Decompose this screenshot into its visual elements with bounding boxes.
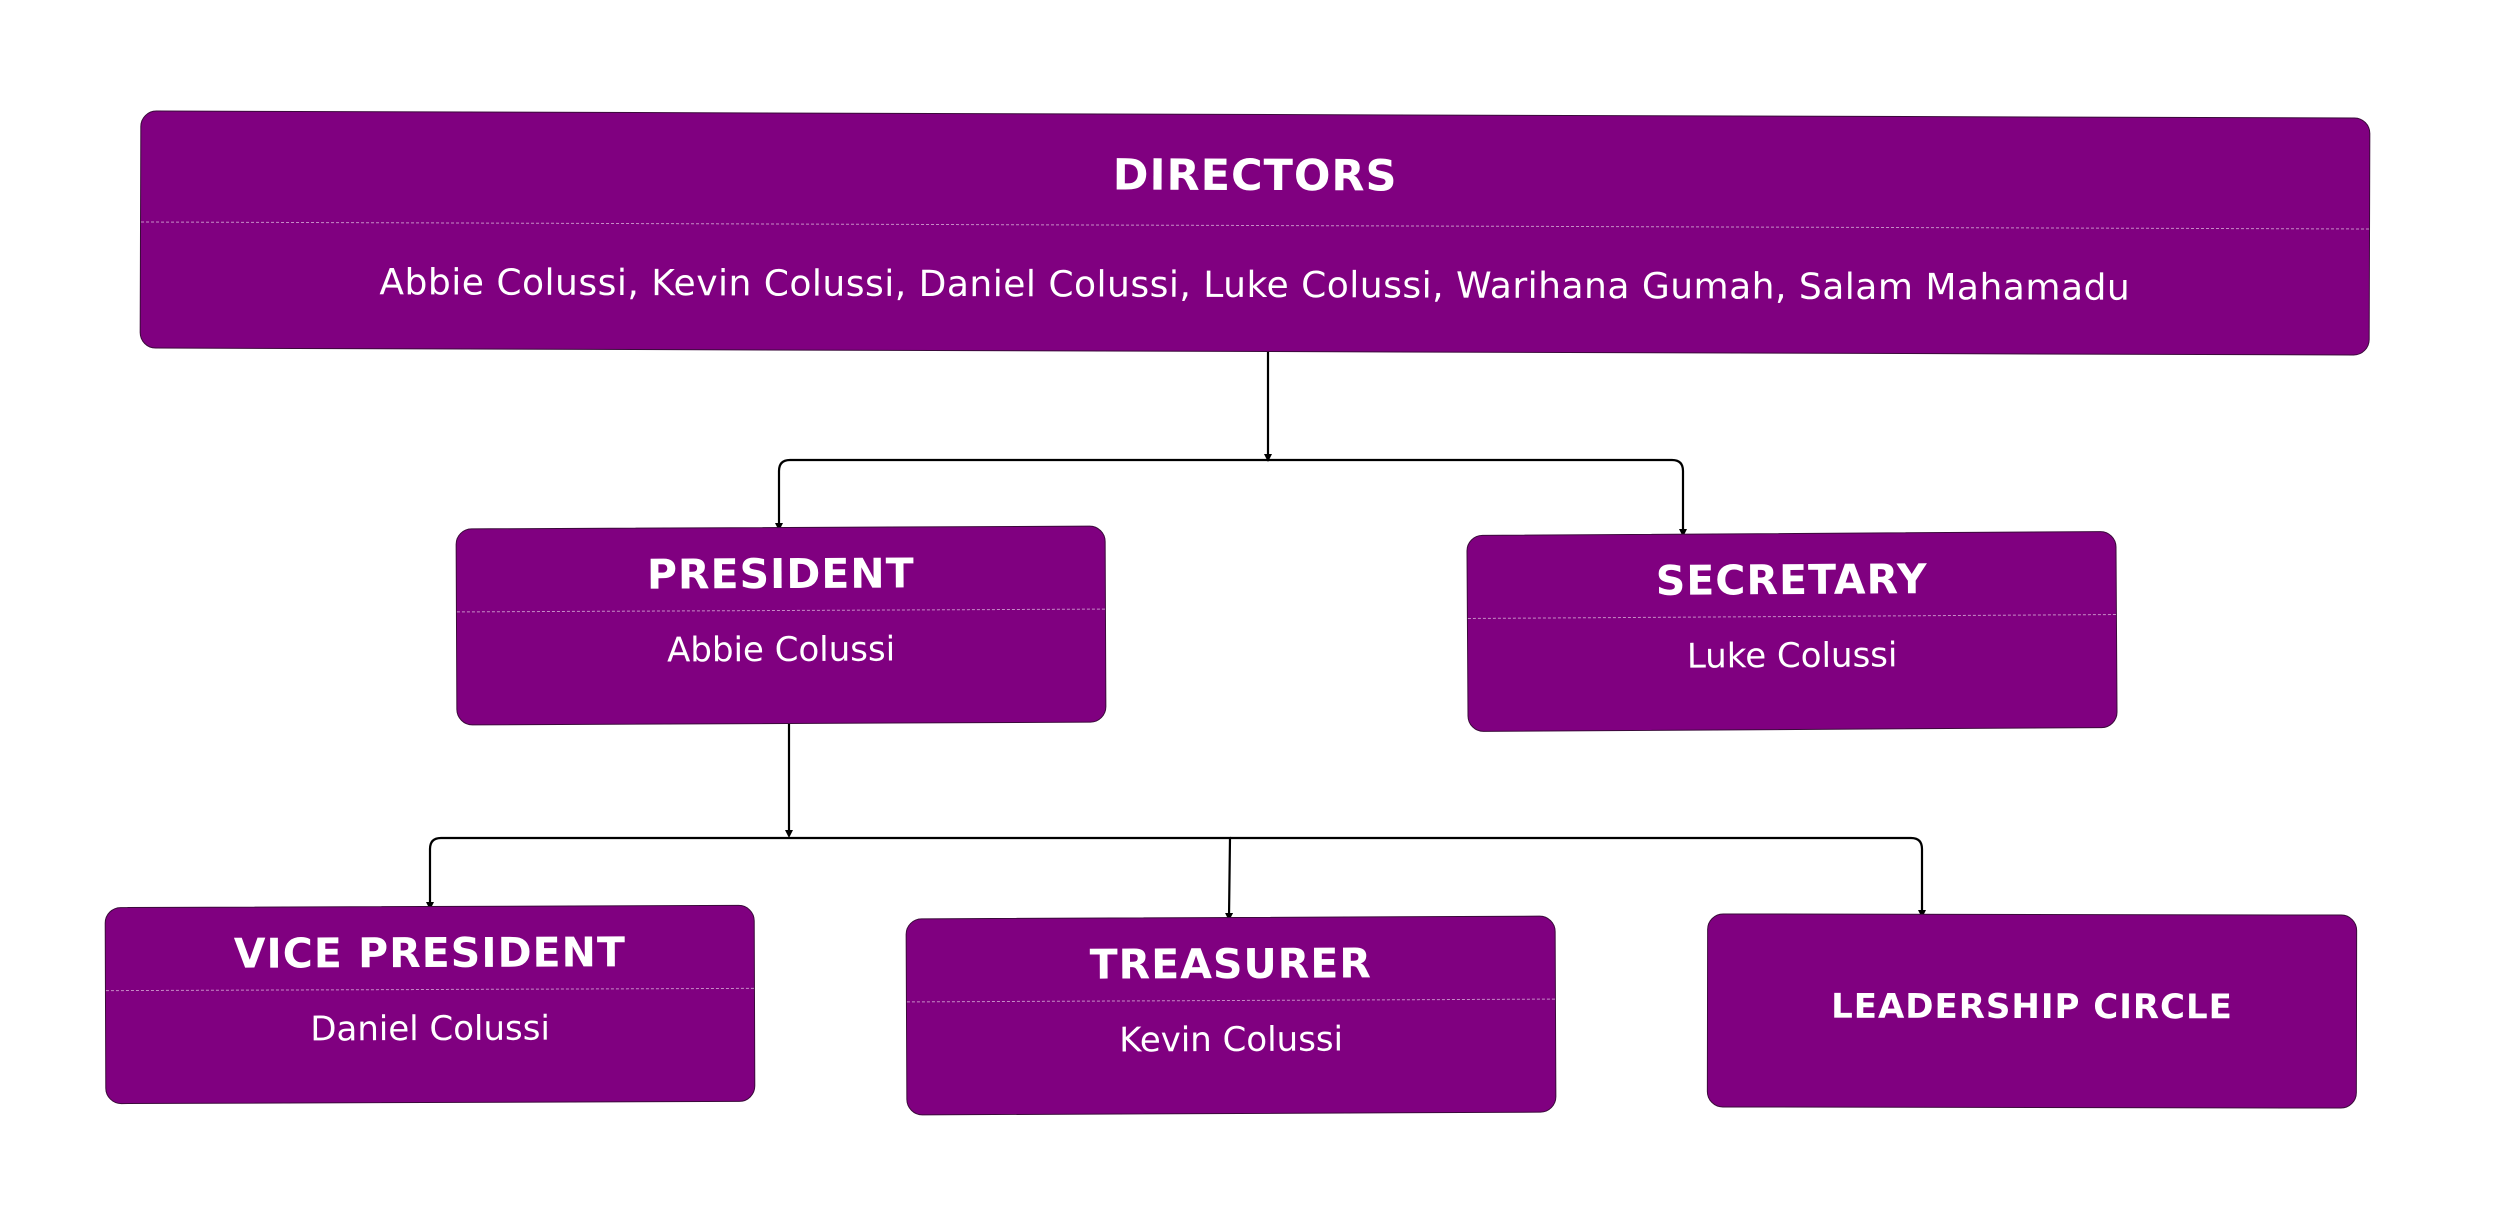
- vice-president-member: Daniel Colussi: [310, 1008, 550, 1050]
- president-title: PRESIDENT: [646, 549, 915, 599]
- edge-president-leadership: [1230, 836, 1926, 918]
- secretary-title: SECRETARY: [1655, 555, 1928, 605]
- secretary-member: Luke Colussi: [1686, 635, 1898, 677]
- treasurer-node: TREASURER Kevin Colussi: [905, 915, 1557, 1116]
- directors-divider: [141, 221, 2370, 230]
- edge-directors-president: [775, 458, 1268, 531]
- treasurer-member: Kevin Colussi: [1119, 1019, 1344, 1061]
- secretary-node: SECRETARY Luke Colussi: [1466, 531, 2118, 732]
- vice-president-node: VICE PRESIDENT Daniel Colussi: [104, 904, 756, 1105]
- directors-title: DIRECTORS: [1112, 150, 1398, 202]
- edge-president-treasurer: [789, 836, 1234, 921]
- directors-node: DIRECTORS Abbie Colussi, Kevin Colussi, …: [139, 110, 2371, 356]
- vice-president-divider: [105, 987, 754, 992]
- president-member: Abbie Colussi: [667, 629, 896, 671]
- treasurer-title: TREASURER: [1089, 939, 1373, 989]
- edge-president-vicepresident: [426, 836, 789, 910]
- edge-directors-secretary: [1268, 458, 1687, 537]
- president-divider: [456, 608, 1105, 613]
- president-node: PRESIDENT Abbie Colussi: [455, 525, 1107, 726]
- leadership-circle-title: LEADERSHIP CIRCLE: [1831, 986, 2233, 1028]
- directors-members: Abbie Colussi, Kevin Colussi, Daniel Col…: [379, 262, 2131, 309]
- leadership-circle-node: LEADERSHIP CIRCLE: [1706, 913, 2358, 1109]
- vice-president-title: VICE PRESIDENT: [233, 928, 626, 978]
- treasurer-divider: [906, 998, 1555, 1003]
- secretary-divider: [1467, 614, 2116, 619]
